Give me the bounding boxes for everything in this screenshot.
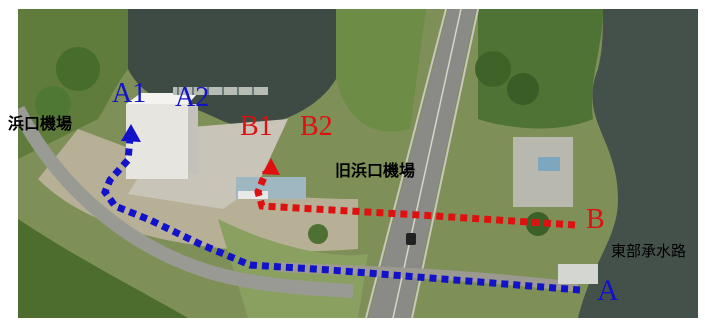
- label-a1: A1: [112, 78, 147, 109]
- label-a2: A2: [175, 82, 210, 113]
- label-a: A: [597, 274, 619, 307]
- route-b-line: [254, 170, 576, 229]
- label-b1: B1: [240, 111, 273, 142]
- route-a-arrowhead: [121, 124, 141, 142]
- route-b-arrowhead: [262, 158, 280, 175]
- label-tobu-channel: 東部承水路: [611, 242, 687, 260]
- route-a-line: [101, 137, 581, 294]
- label-hamaguchi-station: 浜口機場: [8, 114, 73, 133]
- label-old-hamaguchi-station: 旧浜口機場: [335, 161, 416, 180]
- label-b2: B2: [300, 111, 333, 142]
- aerial-photo: [18, 9, 698, 318]
- label-b: B: [586, 204, 605, 235]
